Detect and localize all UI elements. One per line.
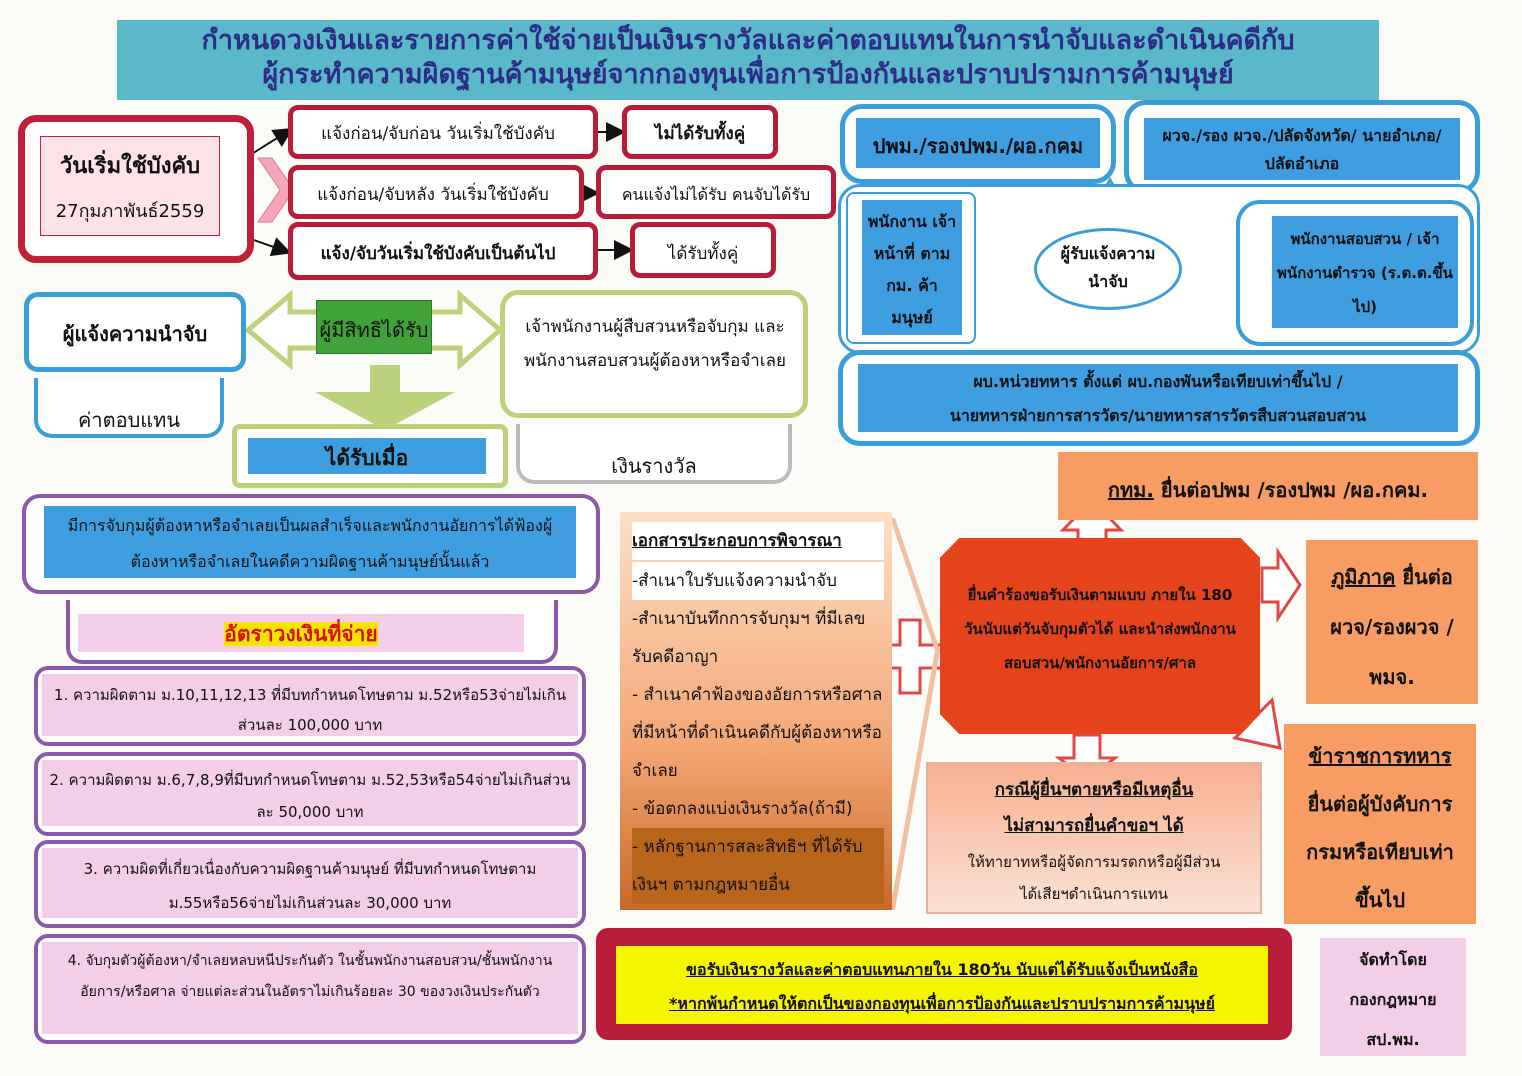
entitled-label-box — [316, 300, 432, 354]
rates-label-wrap: อัตราวงเงินที่จ่าย — [78, 618, 524, 651]
documents-panel: เอกสารประกอบการพิจารณา -สำเนาใบรับแจ้งคว… — [626, 522, 890, 904]
military-label: ข้าราชการทหาร — [1308, 744, 1452, 768]
documents-title: เอกสารประกอบการพิจารณา — [632, 522, 884, 560]
receiver-topright: ผวจ./รอง ผวจ./ปลัดจังหวัด/ นายอำเภอ/ปลัด… — [1162, 126, 1442, 173]
when-label: ได้รับเมื่อ — [325, 446, 409, 470]
informant-pay-box — [34, 378, 224, 438]
credit-line-2: กองกฎหมาย — [1349, 990, 1437, 1009]
rate-3-fill — [42, 848, 578, 918]
case-2-result: คนแจ้งไม่ได้รับ คนจับได้รับ — [621, 185, 811, 204]
title-banner — [117, 20, 1379, 100]
case-2-result-box — [596, 165, 836, 219]
informant: ผู้แจ้งความนำจับ — [62, 322, 208, 346]
region-rest: ยื่นต่อ ผวจ/รองผวจ / พมจ. — [1330, 565, 1454, 689]
region-text-wrap: ภูมิภาค ยื่นต่อ ผวจ/รองผวจ / พมจ. — [1314, 552, 1470, 702]
credit-line-1: จัดทำโดย — [1359, 950, 1427, 969]
document-item: -สำเนาใบรับแจ้งความนำจับ — [632, 562, 884, 600]
rate-2: 2. ความผิดตาม ม.6,7,8,9ที่มีบทกำหนดโทษตา… — [49, 771, 571, 821]
arrow-icon — [249, 127, 294, 156]
credit-box — [1320, 938, 1466, 1056]
death-box — [926, 762, 1262, 914]
rate-4: 4. จับกุมตัวผู้ต้องหา/จำเลยหลบหนีประกันต… — [67, 953, 553, 1000]
receiver-bottom-fill — [858, 364, 1458, 432]
request-box — [940, 538, 1260, 734]
document-item: - หลักฐานการสละสิทธิฯ ที่ได้รับเงินฯ ตาม… — [632, 828, 884, 904]
receiver-bottom-line-2: นายทหารฝ่ายการสารวัตร/นายทหารสารวัตรสืบส… — [949, 406, 1367, 425]
receiver-left-fill — [862, 200, 962, 335]
document-item: - สำเนาคำฟ้องของอัยการหรือศาลที่มีหน้าที… — [632, 685, 883, 781]
informant-pay: ค่าตอบแทน — [77, 408, 181, 432]
receiver-center-oval — [1034, 228, 1182, 310]
chevron-right-icon — [890, 518, 940, 910]
receiver-center: ผู้รับแจ้งความนำจับ — [1060, 244, 1156, 291]
region-label: ภูมิภาค — [1331, 565, 1396, 589]
region-box — [1306, 540, 1478, 704]
rate-3: 3. ความผิดที่เกี่ยวเนื่องกับความผิดฐานค้… — [83, 860, 537, 912]
title-line-1: กำหนดวงเงินและรายการค่าใช้จ่ายเป็นเงินรา… — [201, 25, 1295, 56]
document-item: - ข้อตกลงแบ่งเงินรางวัล(ถ้ามี) — [632, 799, 853, 819]
case-1-result: ไม่ได้รับทั้งคู่ — [654, 124, 746, 144]
when-box — [232, 424, 508, 488]
death-rest: ให้ทายาทหรือผู้จัดการมรดกหรือผู้มีส่วนได… — [967, 853, 1221, 903]
case-1-box — [288, 105, 598, 159]
effective-date-value: 27กุมภาพันธ์2559 — [55, 201, 205, 222]
case-2-box — [288, 165, 584, 219]
rate-1: 1. ความผิดตาม ม.10,11,12,13 ที่มีบทกำหนด… — [53, 686, 567, 732]
credit-line-3: สป.พม. — [1366, 1030, 1420, 1049]
notice-line-2: *หากพ้นกำหนดให้ตกเป็นของกองทุนเพื่อการป้… — [669, 994, 1215, 1013]
receiver-right: พนักงานสอบสวน / เจ้าพนักงานตำรวจ (ร.ต.ต.… — [1277, 230, 1453, 316]
chevron-right-icon — [257, 157, 295, 223]
rates-label: อัตราวงเงินที่จ่าย — [224, 622, 378, 646]
notice-fill — [616, 946, 1268, 1024]
bkk-box — [1058, 452, 1478, 520]
receiver-top: ปพม./รองปพม./ผอ.กคม — [872, 134, 1084, 158]
officer-pay: เงินรางวัล — [611, 454, 697, 478]
case-3-condition: แจ้ง/จับวันเริ่มใช้บังคับเป็นต้นไป — [320, 244, 556, 264]
military-rest: ยื่นต่อผู้บังคับการ กรมหรือเทียบเท่า ขึ้… — [1306, 792, 1454, 912]
bkk-label: กทม. — [1107, 478, 1154, 502]
rate-4-fill — [42, 942, 578, 1034]
case-3-result: ได้รับทั้งคู่ — [667, 244, 739, 264]
receiver-right-fill — [1272, 216, 1458, 328]
death-line-2: ไม่สามารถยื่นคำขอฯ ได้ — [1004, 816, 1184, 836]
notice-line-1: ขอรับเงินรางวัลและค่าตอบแทนภายใน 180วัน … — [686, 960, 1198, 979]
rate-1-fill — [42, 674, 578, 736]
informant-box — [24, 292, 246, 372]
receiver-top-fill — [856, 118, 1100, 168]
right-arrow-icon — [1260, 547, 1302, 623]
case-3-result-box — [630, 222, 776, 278]
case-3-box — [288, 222, 598, 280]
condition-text: มีการจับกุมผู้ต้องหาหรือจำเลยเป็นผลสำเร็… — [67, 516, 553, 571]
case-1-condition: แจ้งก่อน/จับก่อน วันเริ่มใช้บังคับ — [321, 124, 555, 144]
death-line-1: กรณีผู้ยื่นฯตายหรือมีเหตุอื่น — [994, 780, 1194, 800]
rate-2-fill — [42, 760, 578, 826]
receiver-topright-fill — [1144, 118, 1460, 180]
receiver-bottom-line-1: ผบ.หน่วยทหาร ตั้งแต่ ผบ.กองพันหรือเทียบเ… — [973, 372, 1343, 391]
officer: เจ้าพนักงานผู้สืบสวนหรือจับกุม และพนักงา… — [523, 317, 786, 371]
down-arrow-icon — [315, 365, 455, 430]
case-2-condition: แจ้งก่อน/จับหลัง วันเริ่มใช้บังคับ — [317, 185, 549, 205]
military-box — [1284, 724, 1476, 924]
title-line-2: ผู้กระทำความผิดฐานค้ามนุษย์จากกองทุนเพื่… — [262, 59, 1234, 90]
when-fill — [248, 438, 486, 474]
case-1-result-box — [622, 105, 778, 159]
effective-date-label: วันเริ่มใช้บังคับ — [59, 154, 201, 179]
receiver-left: พนักงาน เจ้าหน้าที่ ตาม กม. ค้ามนุษย์ — [867, 212, 957, 327]
condition-fill — [44, 506, 576, 578]
bkk-text-wrap: กทม. ยื่นต่อปพม /รองปพม /ผอ.กคม. — [1058, 474, 1478, 506]
document-item: -สำเนาบันทึกการจับกุมฯ ที่มีเลขรับคดีอาญ… — [632, 609, 866, 667]
bkk-rest: ยื่นต่อปพม /รองปพม /ผอ.กคม. — [1153, 478, 1429, 502]
effective-date-inner — [40, 136, 220, 236]
entitled-label: ผู้มีสิทธิได้รับ — [319, 318, 429, 342]
officer-box — [500, 290, 808, 418]
request-text: ยื่นคำร้องขอรับเงินตามแบบ ภายใน 180 วันน… — [964, 586, 1236, 672]
officer-pay-box — [516, 424, 792, 484]
